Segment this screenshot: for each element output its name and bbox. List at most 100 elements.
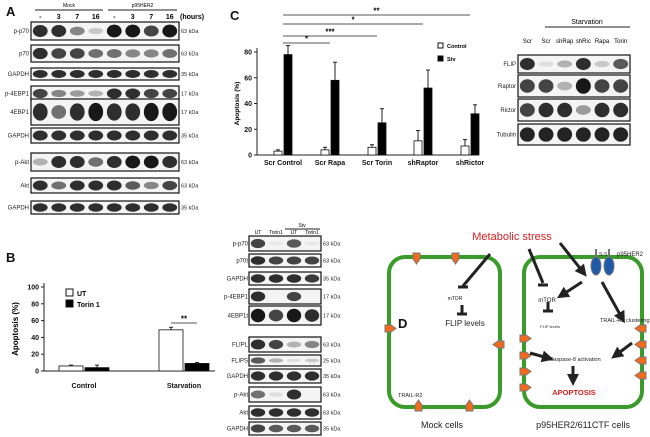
blot-band [125,24,141,38]
blot-band [286,308,302,323]
lane-label: 16 [166,14,174,21]
blot-row-label: FLIPL [232,343,249,349]
blot-band [106,70,122,78]
blot-band [250,274,266,283]
bar-ut [158,329,184,372]
panel-label-a: A [6,4,16,19]
blot-band [143,130,159,141]
blot-band [143,181,159,190]
bar-control [273,150,283,156]
blot-band [594,102,610,118]
blot-row-frame [248,253,322,268]
legend-swatch [437,55,444,62]
blot-band [594,127,610,142]
blot-band [268,424,284,433]
blot-band [125,130,141,141]
blot-row-label: GAPDH [227,374,248,380]
y-tick-label: 20 [31,352,39,359]
x-category-label: shRaptor [408,160,439,167]
blot-band [304,371,320,381]
blot-band [106,203,122,212]
blot-band [162,130,178,141]
blot-band [250,256,266,265]
kda-marker: 25 kDa [323,359,341,365]
group-label: Stv [298,223,306,229]
inhibition-arrows [457,248,553,316]
blot-band [69,90,85,97]
blot-band [69,180,85,191]
y-axis-label: Apoptosis (%) [11,302,20,356]
blot-band [268,309,284,322]
blot-band [69,156,85,168]
kda-marker: 63 kDa [181,160,199,166]
blot-band [575,127,591,142]
blot-band [286,371,302,381]
blot-band [106,24,122,38]
legend-swatch [437,42,444,49]
lane-label: 7 [149,14,153,21]
bar-stv [470,113,480,156]
lane-label: Torin1 [305,230,319,236]
blot-band [51,181,67,190]
blot-band [32,203,48,212]
y-tick-label: 100 [27,285,39,292]
lane-label: Scr [542,39,551,45]
metabolic-stress-title: Metabolic stress [472,231,552,243]
mock-cells-caption: Mock cells [421,420,464,430]
lane-label: 7 [75,14,79,21]
blot-row-frame [517,54,631,74]
blot-band [143,155,159,169]
kda-marker: 63 kDa [323,343,341,349]
blot-band [557,102,573,118]
blot-band [304,424,320,433]
legend-swatch [65,288,74,297]
bar-stv [377,122,387,156]
blot-band [51,130,67,141]
blot-row-label: p-p70 [233,242,249,248]
blot-band [88,90,104,97]
y-tick-label: 40 [244,101,252,108]
x-category-label: shRictor [456,160,485,167]
kda-marker: 35 kDa [323,374,341,380]
blot-band [575,78,591,94]
blot-row-frame [248,354,322,367]
mock-cell-membrane [387,255,502,409]
blot-band [162,156,178,168]
blot-row-frame [248,368,322,384]
blot-band [88,130,104,141]
blot-row-frame [248,235,322,252]
blot-row-label: p-4EBP1 [224,295,249,301]
blot-band [519,79,535,93]
blot-row-label: Akt [20,184,29,190]
blot-row-frame [30,67,180,81]
blot-band [51,25,67,37]
blot-row-frame [248,271,322,286]
y-tick-label: 80 [244,50,252,57]
blot-row-frame [517,74,631,98]
y-axis-label: Apoptosis (%) [234,82,241,126]
blot-row-frame [248,421,322,436]
blot-band [286,274,302,283]
p95-cells-caption: p95HER2/611CTF cells [536,420,630,430]
kda-marker: 63 kDa [181,29,199,35]
x-category-label: Scr Rapa [315,160,345,167]
blot-band [250,357,266,364]
bar-control [460,145,470,156]
bar-control [413,140,423,156]
blot-row-frame [30,44,180,63]
blot-band [51,89,67,98]
blot-band [286,291,302,302]
y-tick-label: 60 [244,75,252,82]
blot-band [125,70,141,78]
blot-band [69,203,85,212]
legend-label: UT [77,291,87,298]
legend-label: Control [447,44,467,50]
blot-row-frame [30,177,180,194]
bar-stv [423,87,433,156]
blot-band [250,390,266,399]
blot-band [88,203,104,212]
lane-label: - [113,14,116,21]
diagram-d: Metabolic stress S-S p95HER2 [384,231,650,430]
